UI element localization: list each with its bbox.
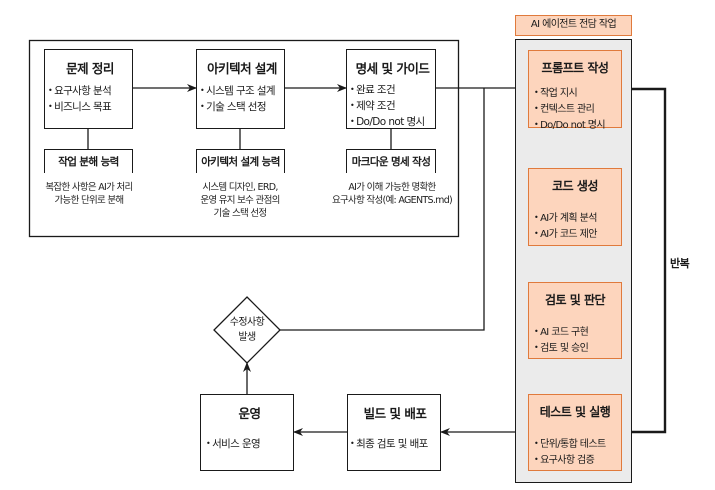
decision-label: 수정사항 발생 [229, 317, 265, 343]
ai-step-title: 검토 및 판단 [544, 293, 606, 307]
capability-markdown-spec: 마크다운 명세 작성 [346, 149, 436, 173]
ai-step-item: AI가 계획 분석 [534, 210, 621, 226]
ai-step-title: 프롬프트 작성 [541, 61, 609, 75]
stage-item: 최종 검토 및 배포 [350, 436, 440, 452]
connector-decision-to-ai-panel [280, 88, 485, 331]
ai-step-prompt-writing: 프롬프트 작성 작업 지시 컨텍스트 관리 Do/Do not 명시 [528, 50, 622, 131]
capability-description: 복잡한 사항은 AI가 처리 가능한 단위로 분해 [45, 182, 133, 206]
ai-agent-label: AI 에이전트 전담 작업 [515, 15, 632, 36]
stage-architecture-design: 아키텍처 설계 시스템 구조 설계 기술 스택 선정 [196, 49, 285, 129]
stage-title: 운영 [238, 406, 261, 421]
capability-description: 시스템 디자인, ERD, 운영 유지 보수 관점의 기술 스택 선정 [200, 182, 280, 219]
ai-step-title: 코드 생성 [552, 179, 598, 193]
stage-spec-and-guide: 명세 및 가이드 완료 조건 제약 조건 Do/Do not 명시 [346, 49, 436, 129]
ai-step-code-generation: 코드 생성 AI가 계획 분석 AI가 코드 제안 [528, 168, 622, 246]
stage-item: 제약 조건 [350, 98, 435, 114]
capability-task-decomposition: 작업 분해 능력 [44, 149, 133, 173]
stage-title: 문제 정리 [66, 61, 114, 76]
stage-problem-definition: 문제 정리 요구사항 분석 비즈니스 목표 [44, 49, 133, 129]
ai-step-item: 작업 지시 [534, 85, 621, 101]
stage-item: 요구사항 분석 [48, 83, 132, 99]
stage-build-and-deploy: 빌드 및 배포 최종 검토 및 배포 [347, 394, 441, 471]
ai-step-item: Do/Do not 명시 [534, 117, 621, 133]
ai-step-item: 단위/통합 테스트 [534, 436, 621, 452]
stage-item: 시스템 구조 설계 [200, 83, 284, 99]
stage-operation: 운영 서비스 운영 [200, 394, 294, 471]
ai-step-review: 검토 및 판단 AI 코드 구현 검토 및 승인 [528, 282, 622, 359]
ai-step-item: 요구사항 검증 [534, 452, 621, 468]
loop-label: 반복 [670, 257, 690, 270]
stage-item: 서비스 운영 [206, 436, 293, 452]
stage-item: 비즈니스 목표 [48, 99, 132, 115]
decision-diamond [213, 296, 281, 364]
ai-step-item: 검토 및 승인 [534, 340, 621, 356]
stage-item: Do/Do not 명시 [350, 114, 435, 130]
ai-step-item: AI 코드 구현 [534, 324, 621, 340]
capability-architecture-design: 아키텍처 설계 능력 [196, 149, 285, 173]
capability-description: AI가 이해 가능한 명확한 요구사항 작성(예: AGENTS.md) [331, 182, 453, 206]
ai-step-item: 컨텍스트 관리 [534, 101, 621, 117]
stage-item: 기술 스택 선정 [200, 99, 284, 115]
loop-back-arrow [621, 85, 667, 434]
ai-step-title: 테스트 및 실행 [539, 405, 611, 419]
stage-title: 빌드 및 배포 [363, 406, 427, 421]
stage-title: 아키텍처 설계 [207, 61, 277, 76]
ai-step-item: AI가 코드 제안 [534, 226, 621, 242]
stage-item: 완료 조건 [350, 82, 435, 98]
ai-step-test-and-run: 테스트 및 실행 단위/통합 테스트 요구사항 검증 [528, 394, 622, 471]
stage-title: 명세 및 가이드 [355, 61, 430, 76]
planning-group-frame [28, 39, 460, 238]
